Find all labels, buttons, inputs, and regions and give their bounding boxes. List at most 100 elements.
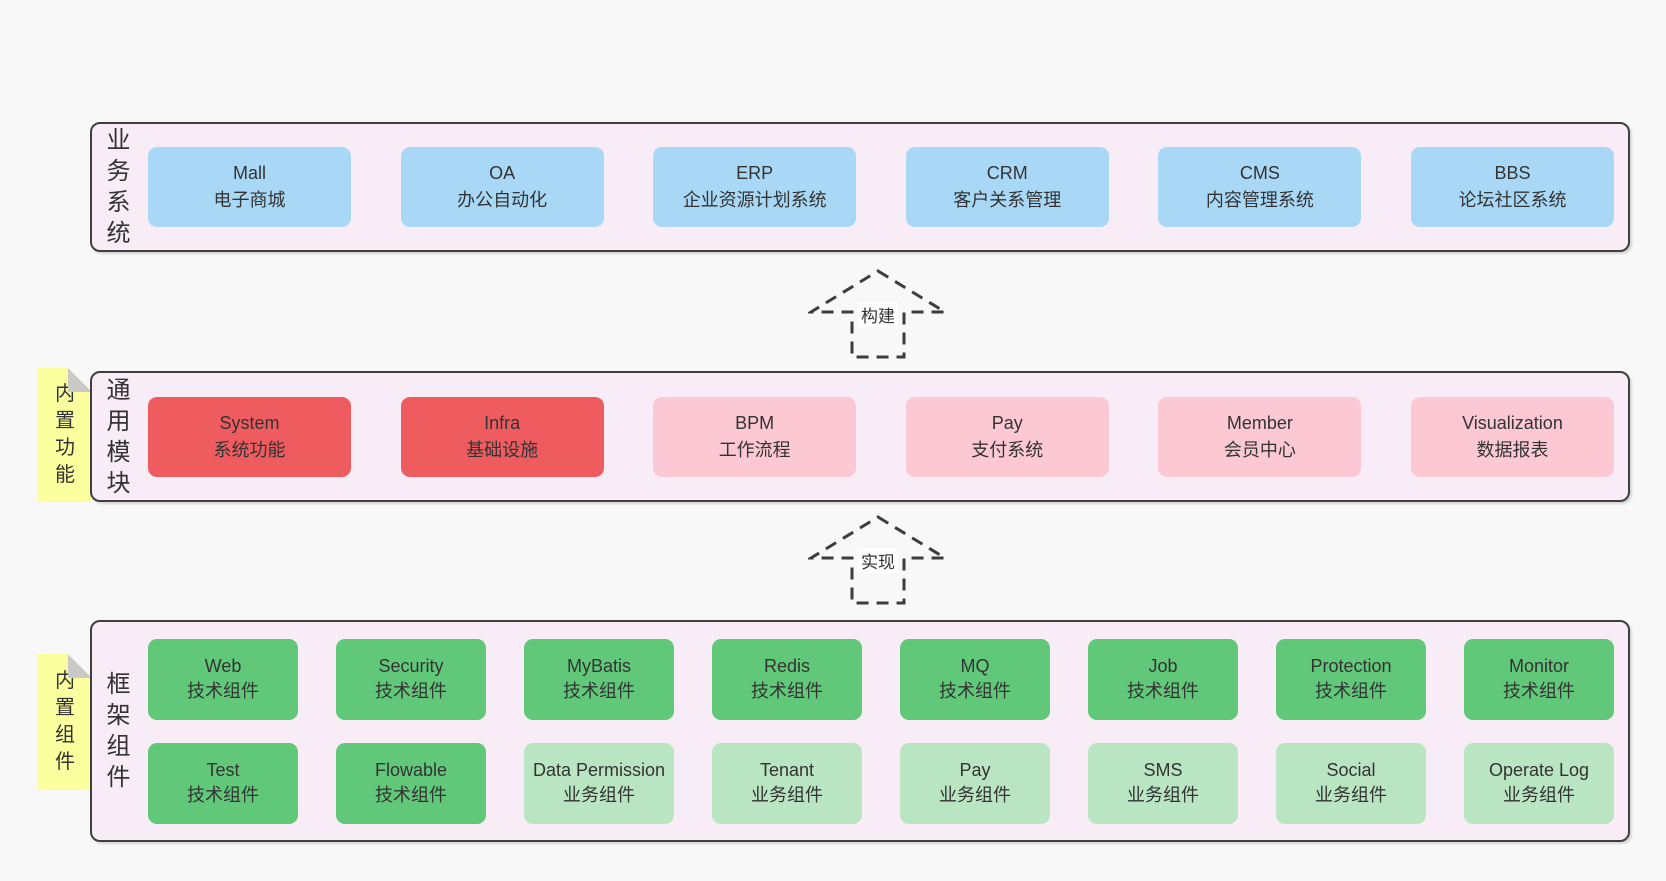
box-mybatis-zh: 技术组件 bbox=[563, 681, 635, 701]
box-pay-component: Pay 业务组件 bbox=[900, 742, 1050, 824]
arrow-implement: 实现 bbox=[808, 514, 948, 606]
box-visualization: Visualization 数据报表 bbox=[1410, 396, 1614, 477]
box-member-en: Member bbox=[1226, 412, 1293, 433]
box-tenant-en: Tenant bbox=[759, 760, 815, 780]
box-pay-module-en: Pay bbox=[991, 412, 1023, 433]
box-data-permission-en: Data Permission bbox=[532, 760, 666, 780]
box-operate-log: Operate Log 业务组件 bbox=[1464, 742, 1614, 824]
layer-common-modules-label: 通用模块 bbox=[106, 376, 131, 497]
box-system-en: System bbox=[219, 412, 280, 433]
layer-business-systems: 业务系统 Mall 电子商城 OA 办公自动化 ERP 企业资源计划系统 CRM… bbox=[90, 122, 1630, 252]
box-erp-en: ERP bbox=[736, 163, 774, 183]
box-mall-zh: 电子商城 bbox=[213, 190, 286, 210]
box-protection-en: Protection bbox=[1310, 656, 1392, 676]
box-test-en: Test bbox=[206, 760, 240, 780]
box-mall: Mall 电子商城 bbox=[148, 147, 351, 227]
box-data-permission-zh: 业务组件 bbox=[563, 785, 635, 805]
tag-builtin-features-label: 内置功能 bbox=[55, 383, 75, 486]
tag-builtin-components-label: 内置组件 bbox=[55, 670, 75, 773]
box-pay-module: Pay 支付系统 bbox=[905, 396, 1109, 477]
box-monitor-en: Monitor bbox=[1508, 656, 1570, 676]
box-infra-en: Infra bbox=[484, 412, 521, 433]
box-bpm-zh: 工作流程 bbox=[718, 439, 791, 460]
arrow-up-icon bbox=[808, 515, 948, 605]
layer-business-systems-label: 业务系统 bbox=[106, 127, 131, 247]
box-erp: ERP 企业资源计划系统 bbox=[653, 147, 857, 227]
box-member-zh: 会员中心 bbox=[1223, 439, 1296, 460]
box-oa-en: OA bbox=[489, 163, 516, 183]
box-job-en: Job bbox=[1148, 656, 1178, 676]
arrow-build-label: 构建 bbox=[858, 302, 898, 327]
box-member: Member 会员中心 bbox=[1158, 396, 1362, 477]
box-monitor-zh: 技术组件 bbox=[1503, 681, 1575, 701]
arrow-up-icon bbox=[808, 269, 948, 359]
box-data-permission: Data Permission 业务组件 bbox=[524, 742, 674, 824]
box-social-zh: 业务组件 bbox=[1315, 785, 1387, 805]
box-job: Job 技术组件 bbox=[1088, 638, 1238, 720]
box-cms: CMS 内容管理系统 bbox=[1158, 147, 1362, 227]
box-job-zh: 技术组件 bbox=[1127, 681, 1199, 701]
framework-components-row-2: Test 技术组件 Flowable 技术组件 Data Permission … bbox=[148, 742, 1614, 824]
box-monitor: Monitor 技术组件 bbox=[1464, 638, 1614, 720]
box-oa: OA 办公自动化 bbox=[400, 147, 604, 227]
common-modules-row: System 系统功能 Infra 基础设施 BPM 工作流程 Pay 支付系统… bbox=[132, 373, 1628, 500]
box-redis: Redis 技术组件 bbox=[712, 638, 862, 720]
business-systems-row: Mall 电子商城 OA 办公自动化 ERP 企业资源计划系统 CRM 客户关系… bbox=[132, 124, 1628, 250]
box-erp-zh: 企业资源计划系统 bbox=[682, 190, 827, 210]
box-system-zh: 系统功能 bbox=[213, 439, 286, 460]
box-tenant: Tenant 业务组件 bbox=[712, 742, 862, 824]
box-operate-log-en: Operate Log bbox=[1488, 760, 1590, 780]
box-bbs: BBS 论坛社区系统 bbox=[1410, 147, 1614, 227]
box-infra-zh: 基础设施 bbox=[466, 439, 539, 460]
box-mybatis: MyBatis 技术组件 bbox=[524, 638, 674, 720]
box-cms-en: CMS bbox=[1239, 163, 1280, 183]
layer-framework-components-label: 框架组件 bbox=[106, 671, 131, 791]
box-bbs-en: BBS bbox=[1494, 163, 1531, 183]
box-flowable-zh: 技术组件 bbox=[375, 785, 447, 805]
box-crm-zh: 客户关系管理 bbox=[953, 190, 1062, 210]
box-sms: SMS 业务组件 bbox=[1088, 742, 1238, 824]
layer-common-modules: 通用模块 System 系统功能 Infra 基础设施 BPM 工作流程 Pay… bbox=[90, 371, 1630, 502]
box-security: Security 技术组件 bbox=[336, 638, 486, 720]
box-bpm: BPM 工作流程 bbox=[653, 396, 857, 477]
box-mq-en: MQ bbox=[960, 656, 990, 676]
box-system: System 系统功能 bbox=[148, 396, 351, 477]
box-test: Test 技术组件 bbox=[148, 742, 298, 824]
box-protection: Protection 技术组件 bbox=[1276, 638, 1426, 720]
box-flowable-en: Flowable bbox=[374, 760, 448, 780]
box-security-zh: 技术组件 bbox=[375, 681, 447, 701]
box-web: Web 技术组件 bbox=[148, 638, 298, 720]
box-pay-component-en: Pay bbox=[959, 760, 991, 780]
box-crm: CRM 客户关系管理 bbox=[905, 147, 1109, 227]
tag-builtin-components: 内置组件 bbox=[38, 654, 92, 790]
framework-components-grid: Web 技术组件 Security 技术组件 MyBatis 技术组件 Redi… bbox=[132, 622, 1628, 840]
box-security-en: Security bbox=[378, 656, 444, 676]
box-protection-zh: 技术组件 bbox=[1315, 681, 1387, 701]
box-mq-zh: 技术组件 bbox=[939, 681, 1011, 701]
box-operate-log-zh: 业务组件 bbox=[1503, 785, 1575, 805]
box-visualization-zh: 数据报表 bbox=[1476, 439, 1549, 460]
box-crm-en: CRM bbox=[986, 163, 1028, 183]
box-sms-en: SMS bbox=[1143, 760, 1183, 780]
box-mall-en: Mall bbox=[232, 163, 266, 183]
box-bbs-zh: 论坛社区系统 bbox=[1458, 190, 1567, 210]
box-mq: MQ 技术组件 bbox=[900, 638, 1050, 720]
box-social: Social 业务组件 bbox=[1276, 742, 1426, 824]
tag-builtin-features: 内置功能 bbox=[38, 368, 92, 502]
box-sms-zh: 业务组件 bbox=[1127, 785, 1199, 805]
box-oa-zh: 办公自动化 bbox=[457, 190, 548, 210]
box-web-en: Web bbox=[204, 656, 242, 676]
framework-components-row-1: Web 技术组件 Security 技术组件 MyBatis 技术组件 Redi… bbox=[148, 638, 1614, 720]
box-redis-en: Redis bbox=[763, 656, 811, 676]
arrow-implement-label: 实现 bbox=[858, 548, 898, 573]
box-pay-component-zh: 业务组件 bbox=[939, 785, 1011, 805]
box-visualization-en: Visualization bbox=[1462, 412, 1563, 433]
box-web-zh: 技术组件 bbox=[187, 681, 259, 701]
arrow-build: 构建 bbox=[808, 268, 948, 360]
layer-framework-components: 框架组件 Web 技术组件 Security 技术组件 MyBatis 技术组件… bbox=[90, 620, 1630, 842]
box-pay-module-zh: 支付系统 bbox=[971, 439, 1044, 460]
box-flowable: Flowable 技术组件 bbox=[336, 742, 486, 824]
box-cms-zh: 内容管理系统 bbox=[1205, 190, 1314, 210]
box-tenant-zh: 业务组件 bbox=[751, 785, 823, 805]
